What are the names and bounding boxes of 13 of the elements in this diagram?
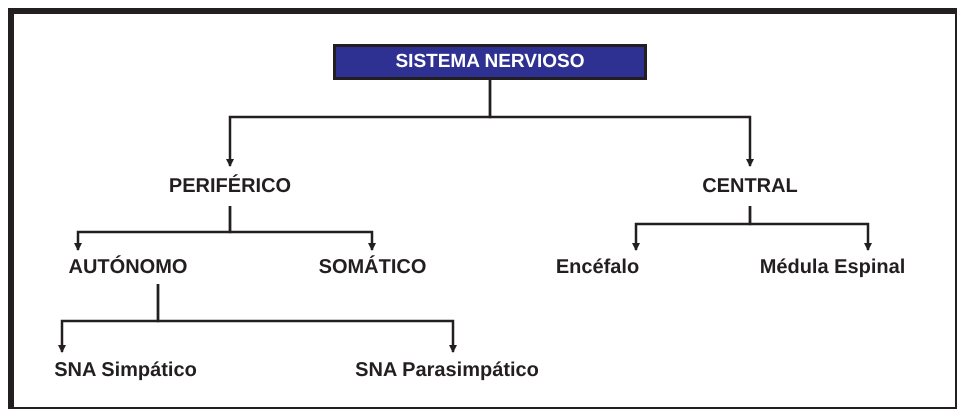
node-label: SNA Simpático <box>18 352 233 388</box>
node-label: PERIFÉRICO <box>150 166 310 206</box>
arrow <box>156 284 457 353</box>
arrow <box>748 206 872 251</box>
node-label: SNA Parasimpático <box>312 352 582 388</box>
arrow <box>228 206 376 251</box>
node-label: SOMÁTICO <box>290 250 455 284</box>
title-box: SISTEMA NERVIOSO <box>333 44 647 80</box>
node-label: CENTRAL <box>680 166 820 206</box>
node-label: Médula Espinal <box>725 250 940 284</box>
arrow <box>488 80 754 167</box>
node-label: Encéfalo <box>535 250 660 284</box>
node-label: AUTÓNOMO <box>28 250 228 284</box>
